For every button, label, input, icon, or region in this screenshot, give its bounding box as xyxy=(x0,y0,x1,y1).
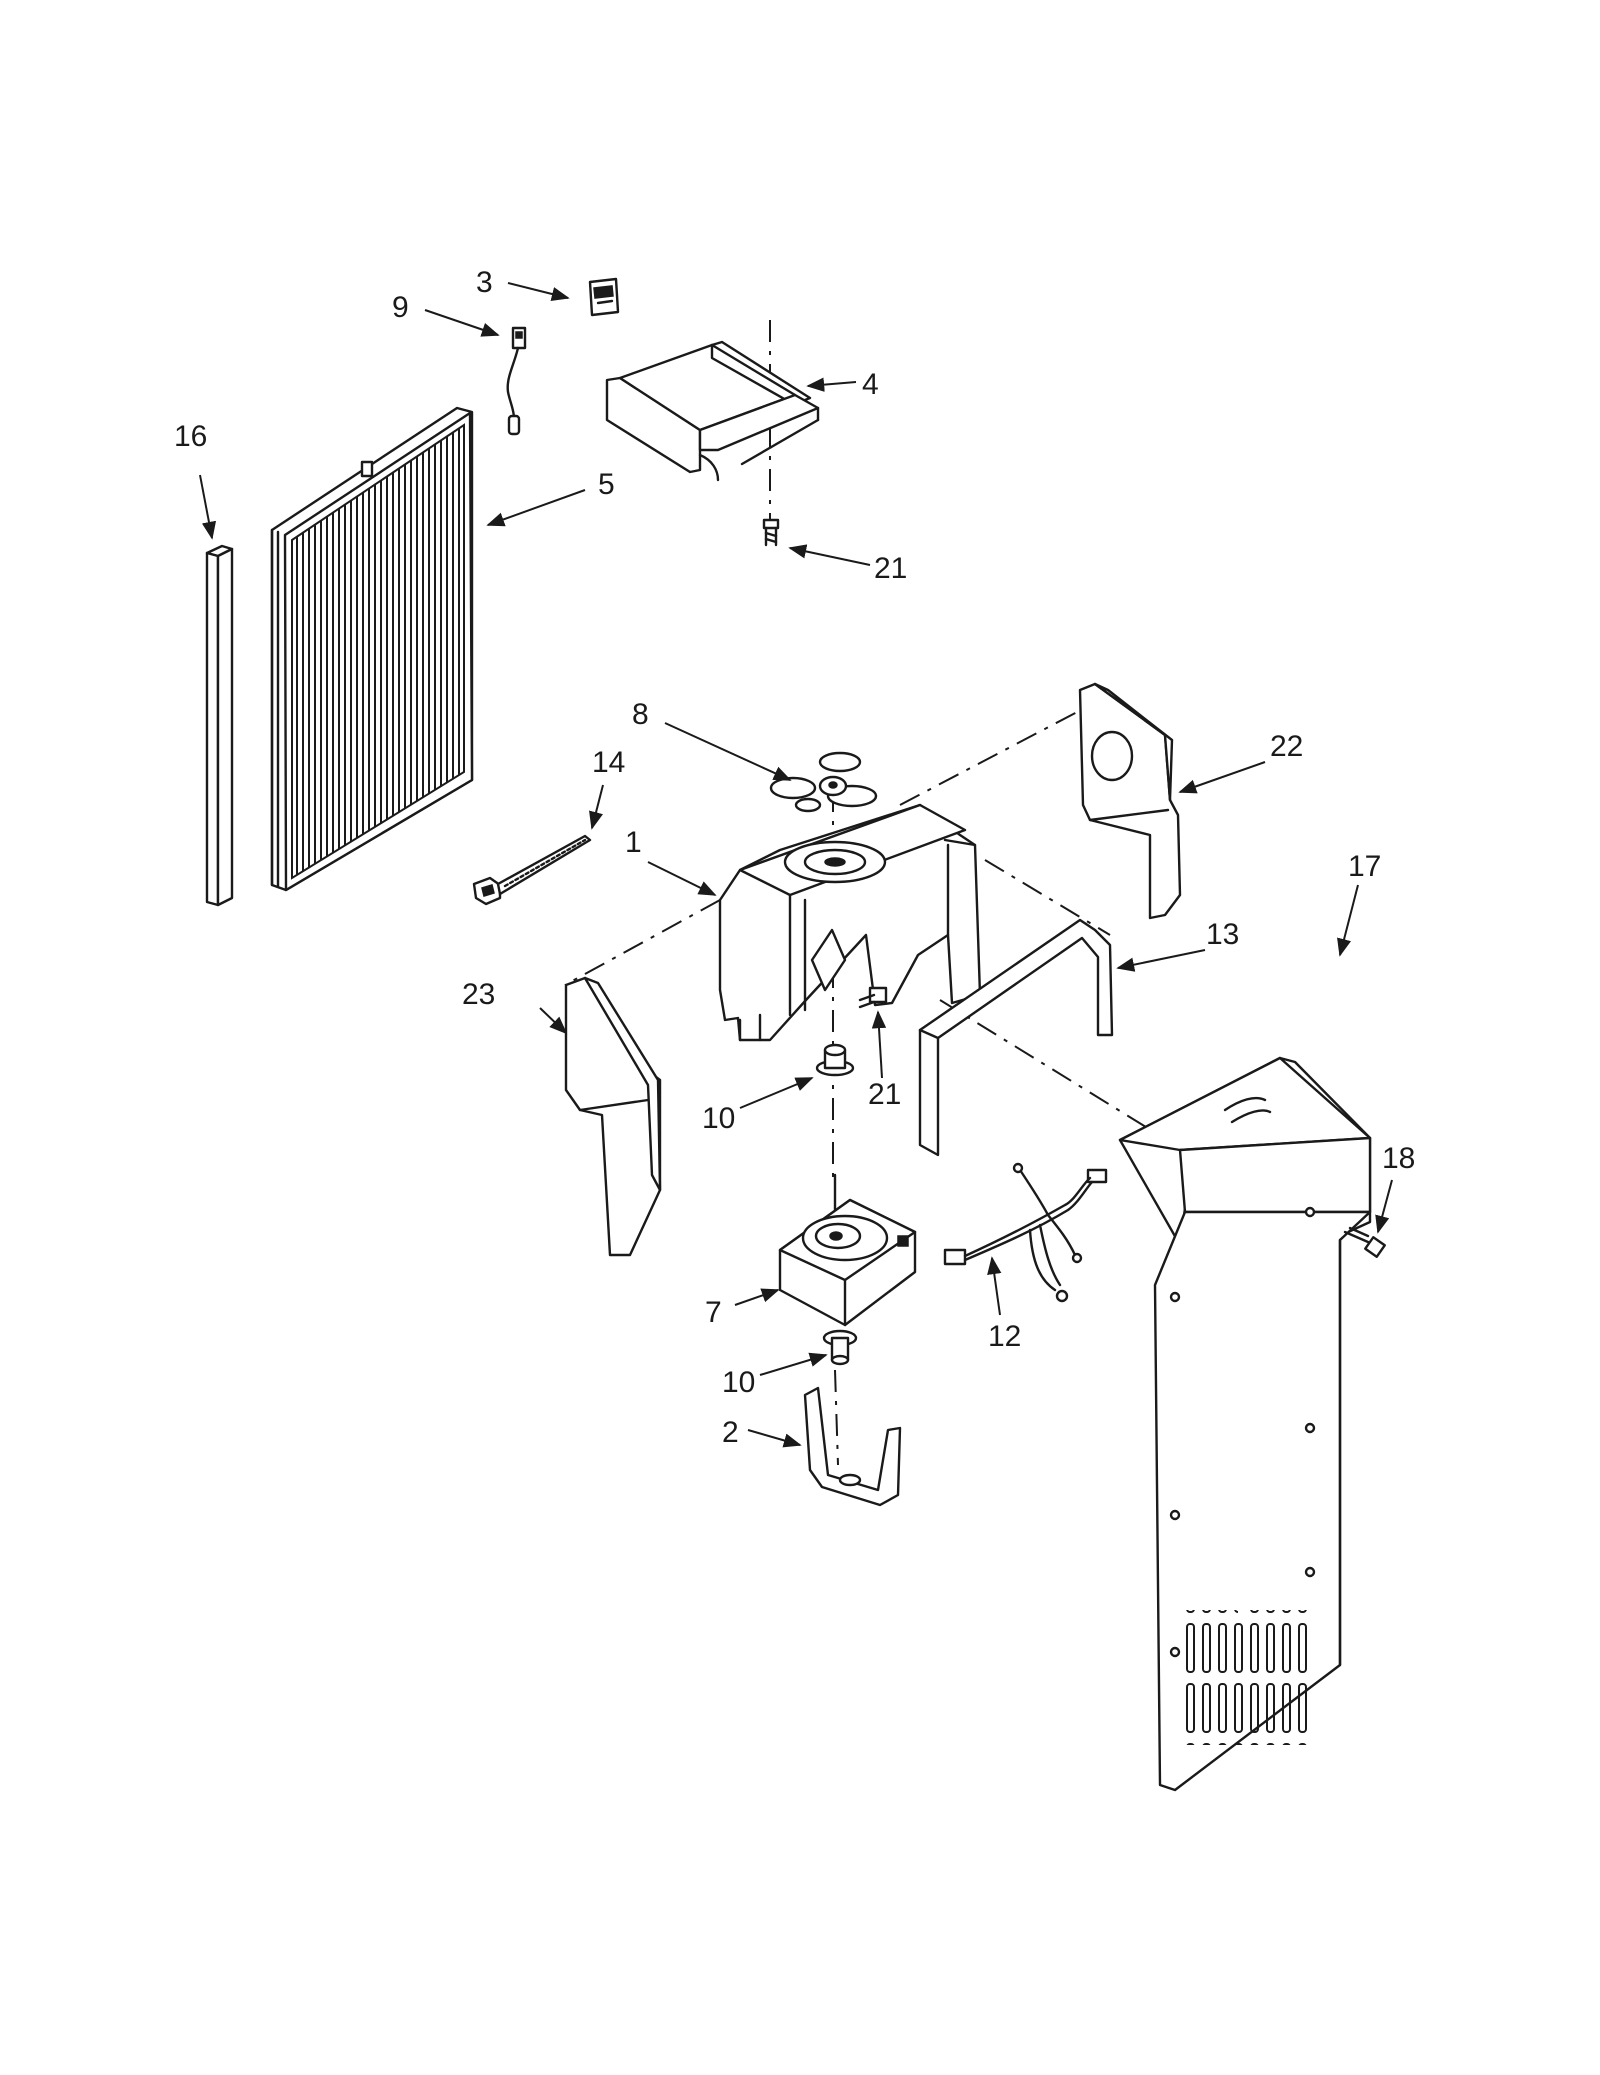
part-3-clip xyxy=(588,277,620,317)
part-21-screw-upper xyxy=(762,518,780,547)
part-18-screw xyxy=(1343,1226,1386,1258)
label-part-13: 13 xyxy=(1206,918,1239,951)
label-part-23: 23 xyxy=(462,978,495,1011)
part-23-side-baffle xyxy=(564,976,662,1257)
label-part-12: 12 xyxy=(988,1320,1021,1353)
label-part-18: 18 xyxy=(1382,1142,1415,1175)
part-21-screw-lower xyxy=(858,986,888,1009)
label-part-3: 3 xyxy=(476,266,493,299)
part-5-panel xyxy=(270,406,474,892)
label-part-22: 22 xyxy=(1270,730,1303,763)
part-4-bracket xyxy=(605,340,820,482)
part-16-rail xyxy=(205,544,234,907)
label-part-2: 2 xyxy=(722,1416,739,1449)
label-part-21-lower: 21 xyxy=(868,1078,901,1111)
label-part-16: 16 xyxy=(174,420,207,453)
label-part-7: 7 xyxy=(705,1296,722,1329)
label-part-14: 14 xyxy=(592,746,625,779)
label-part-1: 1 xyxy=(625,826,642,859)
leader-arrows xyxy=(199,282,1393,1448)
part-labels: 3 9 4 16 5 21 8 22 14 1 17 13 23 21 10 1… xyxy=(174,266,1415,1449)
label-part-5: 5 xyxy=(598,468,615,501)
label-part-17: 17 xyxy=(1348,850,1381,883)
label-part-21-upper: 21 xyxy=(874,552,907,585)
part-17-air-duct xyxy=(1118,1056,1372,1792)
part-2-motor-bracket xyxy=(803,1386,902,1507)
label-part-10-lower: 10 xyxy=(722,1366,755,1399)
part-13-frame-gasket xyxy=(918,918,1114,1157)
label-part-9: 9 xyxy=(392,291,409,324)
part-7-fan-motor xyxy=(778,1173,917,1327)
label-part-4: 4 xyxy=(862,368,879,401)
part-10-bushing-lower xyxy=(822,1329,858,1366)
part-8-fan-blade xyxy=(769,751,878,813)
label-part-10-upper: 10 xyxy=(702,1102,735,1135)
part-22-side-baffle xyxy=(1078,682,1182,920)
part-9-sensor xyxy=(506,326,527,436)
part-10-bushing-upper xyxy=(815,1043,855,1077)
part-12-wire-harness xyxy=(943,1162,1108,1303)
part-1-fan-shroud xyxy=(718,803,982,1042)
assembly-lines xyxy=(564,320,1181,1466)
label-part-8: 8 xyxy=(632,698,649,731)
part-14-cable-tie xyxy=(472,834,592,906)
